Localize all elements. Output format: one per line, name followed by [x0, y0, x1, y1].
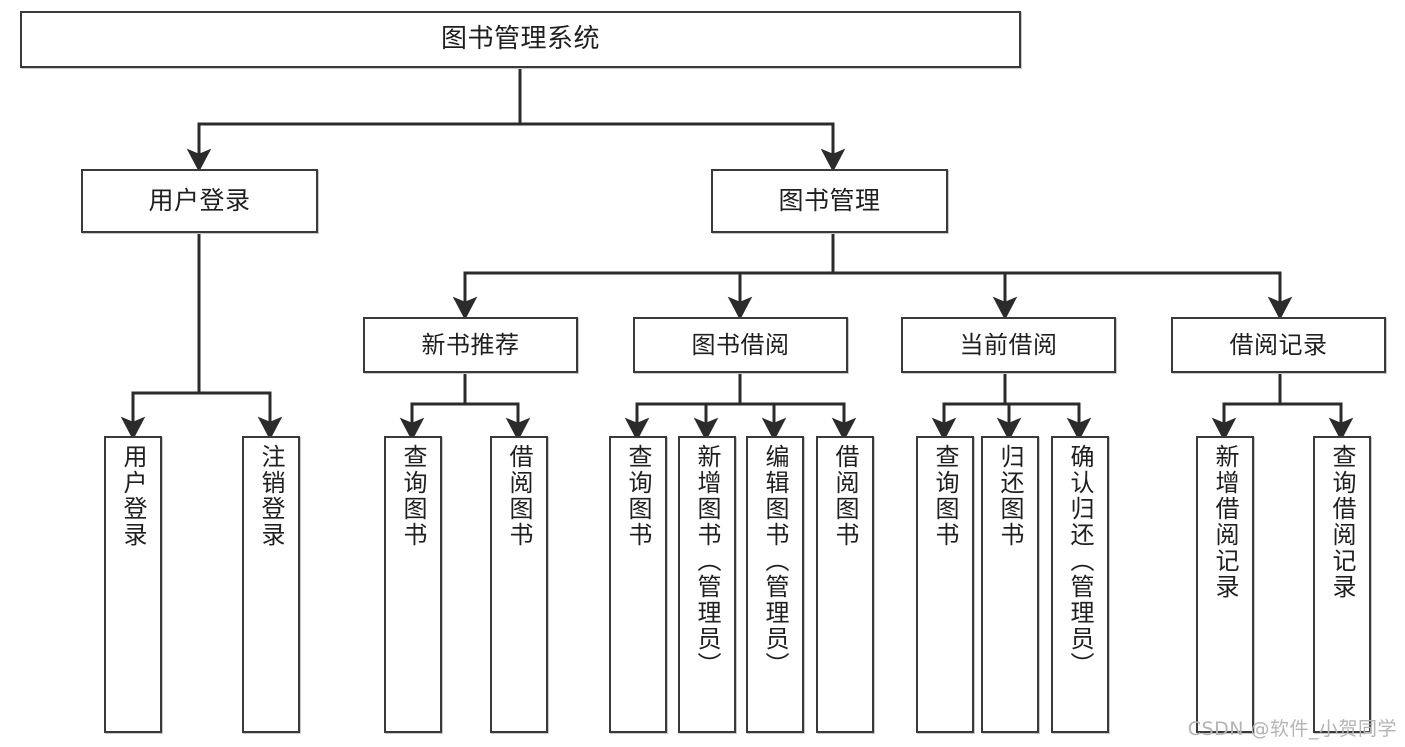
node-leaf-user-login-label: 用户登录	[119, 444, 147, 548]
node-leaf-query-book-2[interactable]: 查询图书	[609, 436, 667, 733]
node-leaf-edit-book[interactable]: 编辑图书（管理员）	[746, 436, 804, 733]
node-leaf-return-book-label: 归还图书	[996, 444, 1024, 548]
node-current-borrow[interactable]: 当前借阅	[901, 317, 1116, 373]
node-leaf-user-login[interactable]: 用户登录	[104, 436, 162, 733]
node-leaf-borrow-book-2-label: 借阅图书	[831, 444, 859, 548]
node-leaf-logout-login[interactable]: 注销登录	[242, 436, 300, 733]
node-leaf-logout-login-label: 注销登录	[257, 444, 285, 548]
node-leaf-borrow-book-2[interactable]: 借阅图书	[816, 436, 874, 733]
node-borrow-record-label: 借阅记录	[1229, 330, 1328, 359]
node-leaf-query-borrow-record[interactable]: 查询借阅记录	[1313, 436, 1371, 733]
node-book-management-label: 图书管理	[778, 186, 881, 216]
node-leaf-add-borrow-record[interactable]: 新增借阅记录	[1196, 436, 1254, 733]
csdn-watermark: CSDN @软件_小贺同学	[1187, 718, 1397, 740]
node-root-label: 图书管理系统	[440, 24, 600, 55]
node-user-login[interactable]: 用户登录	[81, 169, 318, 233]
node-leaf-confirm-return[interactable]: 确认归还（管理员）	[1051, 436, 1109, 733]
node-leaf-borrow-book-1-label: 借阅图书	[505, 444, 533, 548]
node-current-borrow-label: 当前借阅	[959, 330, 1058, 359]
node-borrow-record[interactable]: 借阅记录	[1171, 317, 1386, 373]
node-new-book-recommend[interactable]: 新书推荐	[363, 317, 578, 373]
node-leaf-query-book-1[interactable]: 查询图书	[384, 436, 442, 733]
node-book-borrow[interactable]: 图书借阅	[633, 317, 848, 373]
node-leaf-add-book[interactable]: 新增图书（管理员）	[678, 436, 736, 733]
node-leaf-query-book-1-label: 查询图书	[399, 444, 427, 548]
node-leaf-edit-book-label: 编辑图书（管理员）	[761, 444, 789, 678]
node-book-borrow-label: 图书借阅	[691, 330, 790, 359]
node-leaf-add-borrow-record-label: 新增借阅记录	[1211, 444, 1239, 600]
node-leaf-borrow-book-1[interactable]: 借阅图书	[490, 436, 548, 733]
node-leaf-add-book-label: 新增图书（管理员）	[693, 444, 721, 678]
node-root[interactable]: 图书管理系统	[20, 11, 1021, 68]
node-leaf-query-book-3-label: 查询图书	[931, 444, 959, 548]
node-user-login-label: 用户登录	[148, 186, 251, 216]
node-leaf-query-book-2-label: 查询图书	[624, 444, 652, 548]
node-book-management[interactable]: 图书管理	[711, 169, 948, 233]
node-leaf-query-book-3[interactable]: 查询图书	[916, 436, 974, 733]
node-leaf-confirm-return-label: 确认归还（管理员）	[1066, 444, 1094, 678]
node-leaf-query-borrow-record-label: 查询借阅记录	[1328, 444, 1356, 600]
node-leaf-return-book[interactable]: 归还图书	[981, 436, 1039, 733]
node-new-book-recommend-label: 新书推荐	[421, 330, 520, 359]
